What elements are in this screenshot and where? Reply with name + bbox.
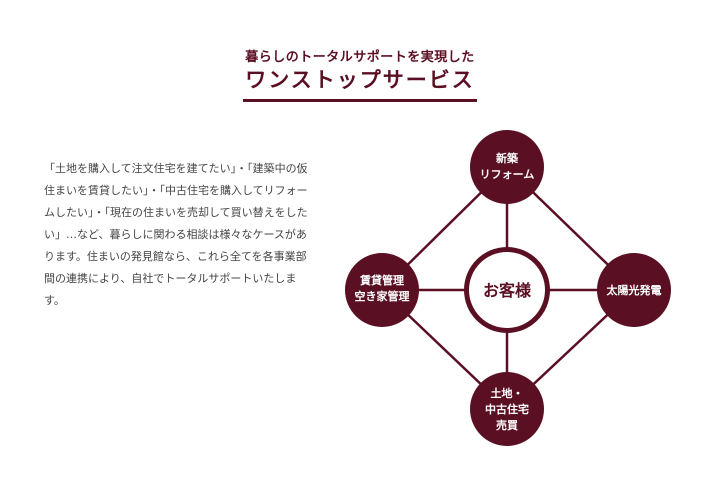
section-title: ワンストップサービス bbox=[245, 68, 475, 92]
node-left-line-2: 空き家管理 bbox=[355, 289, 410, 303]
node-bottom-line-2: 中古住宅 bbox=[485, 402, 529, 416]
service-description: 「土地を購入して注文住宅を建てたい」・「建築中の仮住まいを賃貸したい」・「中古住… bbox=[44, 162, 308, 307]
node-right-line-1: 太陽光発電 bbox=[606, 283, 662, 297]
title-underline bbox=[243, 99, 477, 102]
node-left-line-1: 賃貸管理 bbox=[359, 273, 404, 287]
section-subtitle: 暮らしのトータルサポートを実現した bbox=[245, 50, 475, 65]
one-stop-service-diagram: 新築 リフォーム 賃貸管理 空き家管理 太陽光発電 土地・ 中古住宅 売買 お客… bbox=[345, 130, 671, 446]
node-bottom-line-3: 売買 bbox=[496, 418, 518, 432]
node-rental-management: 賃貸管理 空き家管理 bbox=[345, 253, 419, 327]
node-bottom-line-1: 土地・ bbox=[491, 386, 524, 400]
node-top-line-1: 新築 bbox=[496, 151, 519, 165]
node-land-used-house: 土地・ 中古住宅 売買 bbox=[470, 372, 544, 446]
node-new-build-reform: 新築 リフォーム bbox=[470, 130, 544, 204]
node-customer: お客様 bbox=[464, 247, 550, 333]
node-solar-power: 太陽光発電 bbox=[597, 253, 671, 327]
node-center-label: お客様 bbox=[483, 281, 532, 300]
node-top-line-2: リフォーム bbox=[480, 168, 535, 181]
